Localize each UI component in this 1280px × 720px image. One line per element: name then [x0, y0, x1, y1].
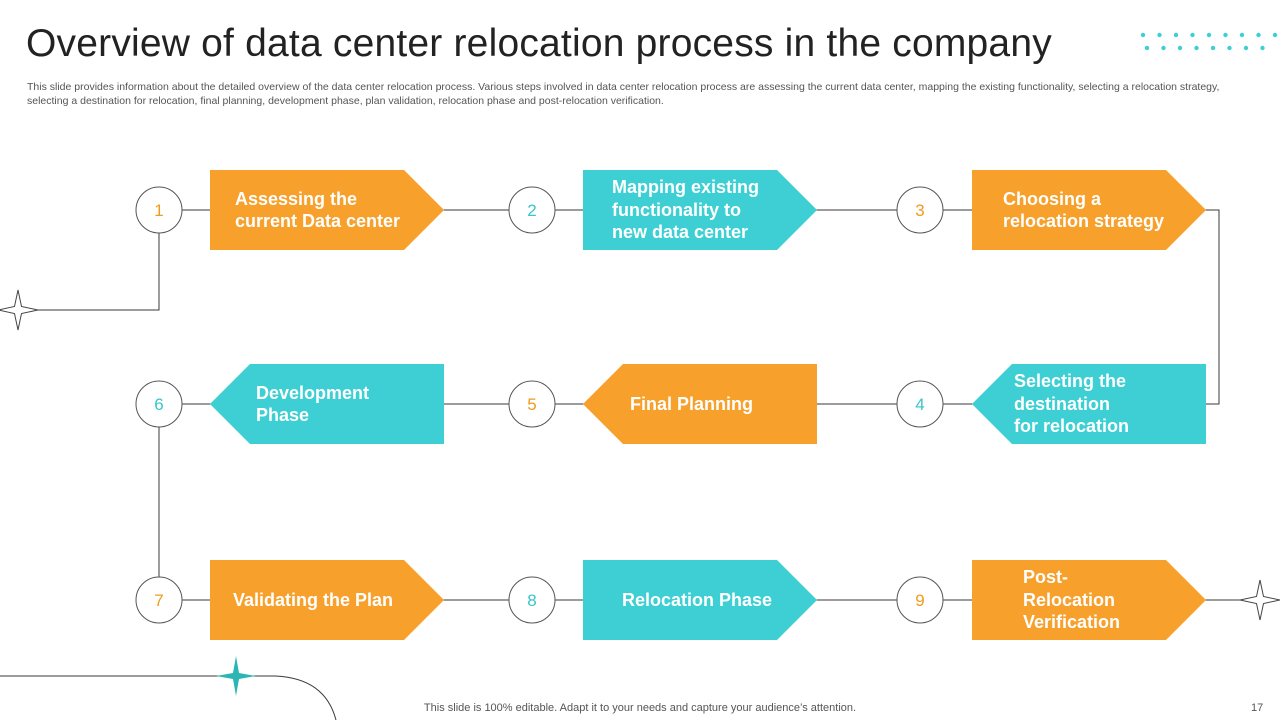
step-2-number: 2: [527, 201, 536, 220]
decorative-dot: [1157, 32, 1162, 38]
step-3-circle: [896, 186, 944, 234]
step-1-number: 1: [154, 201, 163, 220]
step-9-circle: [896, 576, 944, 624]
page-description: This slide provides information about th…: [27, 81, 1220, 107]
step-5-label: Final Planning: [630, 393, 754, 414]
step-5-circle: [508, 380, 556, 428]
step-1-arrow-shape: [210, 170, 444, 250]
step-3-number: 3: [915, 201, 924, 220]
decorative-dot: [1227, 45, 1232, 51]
step-7-label: Validating the Plan: [233, 589, 394, 610]
step-2-circle: [508, 186, 556, 234]
step-6-number: 6: [154, 395, 163, 414]
step-3-arrow-shape: [972, 170, 1206, 250]
decorative-dot: [1144, 45, 1150, 51]
step-4-arrow-shape: [972, 364, 1206, 444]
step-7-circle: [135, 576, 183, 624]
decorative-dot: [1206, 32, 1212, 38]
step-4-number: 4: [915, 395, 924, 414]
sparkle-icon-left: [0, 289, 39, 331]
decorative-dot: [1194, 45, 1199, 51]
step-5-arrow-shape: [583, 364, 817, 444]
decorative-dot: [1177, 45, 1183, 51]
step-circles: 1 2 3 4 5 6 7 8 9: [135, 186, 944, 624]
step-8-number: 8: [527, 591, 536, 610]
footer-note: This slide is 100% editable. Adapt it to…: [423, 702, 857, 714]
step-1-circle: [135, 186, 183, 234]
decorative-dots: [1140, 32, 1278, 51]
decorative-dot: [1210, 45, 1216, 51]
start-connector: [30, 233, 160, 311]
step-5-number: 5: [527, 395, 536, 414]
step-6-circle: [135, 380, 183, 428]
decorative-dot: [1161, 45, 1166, 51]
page-title: Overview of data center relocation proce…: [26, 22, 1052, 65]
decorative-dot: [1260, 45, 1265, 51]
step-9-arrow-shape: [972, 560, 1206, 640]
decorative-dot: [1173, 32, 1179, 38]
step-4-circle: [896, 380, 944, 428]
decorative-dot: [1223, 32, 1228, 38]
step-8-arrow-shape: [583, 560, 817, 640]
decorative-dot: [1243, 45, 1249, 51]
decorative-dot: [1140, 32, 1146, 38]
decorative-dot: [1272, 32, 1278, 38]
decorative-dot: [1190, 32, 1195, 38]
decorative-dot: [1239, 32, 1245, 38]
step-2-arrow-shape: [583, 170, 817, 250]
step-7-number: 7: [154, 591, 163, 610]
step-7-arrow-shape: [210, 560, 444, 640]
step-6-arrow-shape: [210, 364, 444, 444]
step-shapes: [210, 170, 1206, 640]
decorative-curve: [0, 675, 337, 720]
sparkle-icon-teal: [216, 656, 256, 696]
sparkle-icon-right: [1239, 579, 1280, 621]
step-8-circle: [508, 576, 556, 624]
step-9-number: 9: [915, 591, 924, 610]
step-8-label: Relocation Phase: [622, 589, 773, 610]
decorative-dot: [1256, 32, 1261, 38]
connector-lines: [0, 209, 1280, 720]
page-number: 17: [1251, 702, 1264, 714]
